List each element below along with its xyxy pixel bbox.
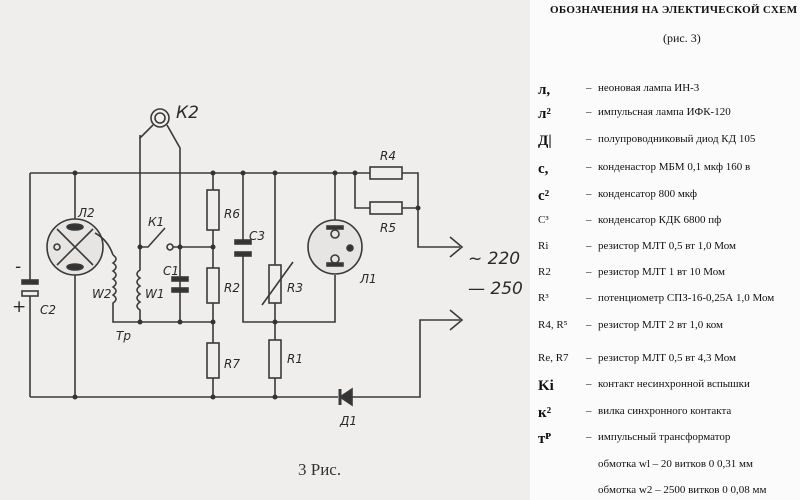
label-l1: Л1 [359, 272, 377, 286]
label-r5: R5 [380, 221, 396, 235]
resistor-r7 [206, 342, 220, 379]
label-d1: Д1 [339, 414, 357, 428]
potentiometer-r3 [268, 264, 282, 304]
label-k2: К2 [176, 103, 199, 123]
label-c2: С2 [40, 303, 56, 317]
legend-description: резистор МЛТ 0,5 вт 1,0 Мом [598, 240, 736, 252]
legend-description: импульсный трансформатор [598, 431, 731, 443]
legend-dash: – [586, 266, 592, 278]
legend-dash: – [586, 106, 592, 118]
legend-dash: – [586, 378, 592, 390]
legend-symbol: Ri [538, 240, 549, 252]
legend-dash: – [586, 352, 592, 364]
bottom-rail [30, 319, 460, 398]
label-c3: С3 [249, 229, 265, 243]
legend-title: ОБОЗНАЧЕНИЯ НА ЭЛЕКТИЧЕСКОЙ СХЕМ [550, 4, 798, 16]
label-r3: R3 [287, 281, 303, 295]
label-c1: С1 [163, 264, 179, 278]
arrow-ac [449, 236, 464, 258]
label-l2: Л2 [77, 206, 95, 220]
label-r7: R7 [224, 357, 240, 371]
legend-description: потенциометр СПЗ-16-0,25А 1,0 Мом [598, 292, 775, 304]
legend-description: резистор МЛТ 1 вт 10 Мом [598, 266, 725, 278]
legend-symbol: R4, R⁵ [538, 319, 568, 331]
legend-symbol: л, [538, 82, 551, 98]
label-plus: + [12, 297, 26, 317]
label-dc-250: — 250 [468, 279, 523, 299]
legend-description: конденсатор 800 мкф [598, 188, 697, 200]
legend-subtitle: (рис. 3) [663, 31, 701, 45]
resistor-r6 [206, 189, 220, 231]
label-ac-220: ~ 220 [468, 249, 520, 269]
resistor-r2 [206, 267, 220, 304]
resistor-r5 [369, 201, 403, 215]
diode-d1 [338, 387, 353, 407]
label-minus: - [15, 257, 21, 277]
legend-symbol: R2 [538, 266, 551, 278]
label-r6: R6 [224, 207, 240, 221]
arrow-dc [449, 309, 464, 331]
capacitor-c1 [171, 276, 189, 293]
legend-dash: – [586, 133, 592, 145]
legend-symbol: тᴾ [538, 431, 551, 447]
legend-symbol: к² [538, 405, 552, 421]
legend-description: конденсатор КДК 6800 пф [598, 214, 722, 226]
legend-description: контакт несинхронной вспышки [598, 378, 750, 390]
legend-description: полупроводниковый диод КД 105 [598, 133, 756, 145]
legend-dash: – [586, 240, 592, 252]
legend-dash: – [586, 161, 592, 173]
label-r2: R2 [224, 281, 240, 295]
legend-description: вилка синхронного контакта [598, 405, 732, 417]
resistor-r4 [369, 166, 403, 180]
legend-symbol: Re, R7 [538, 352, 569, 364]
legend-dash: – [586, 82, 592, 94]
circuit-diagram: Л2 К2 К1 С1 С2 С3 W2 W1 Тр R6 R2 R7 R3 R… [12, 103, 523, 479]
figure-caption: 3 Рис. [298, 460, 342, 479]
legend-panel: ОБОЗНАЧЕНИЯ НА ЭЛЕКТИЧЕСКОЙ СХЕМ (рис. 3… [530, 0, 800, 500]
legend-dash: – [586, 292, 592, 304]
legend-dash: – [586, 431, 592, 443]
legend-description: неоновая лампа ИН-3 [598, 82, 700, 94]
legend-dash: – [586, 319, 592, 331]
legend-description: резистор МЛТ 2 вт 1,0 ком [598, 319, 724, 331]
winding-text: обмотка wl – 20 витков 0 0,31 мм [598, 458, 753, 470]
resistor-r1 [268, 339, 282, 379]
label-w1: W1 [145, 287, 165, 301]
lamp-l2 [46, 173, 114, 397]
legend-description: резистор МЛТ 0,5 вт 4,3 Мом [598, 352, 736, 364]
neon-lamp-l1 [307, 173, 363, 275]
legend-dash: – [586, 188, 592, 200]
capacitor-c2 [21, 279, 39, 297]
legend-symbol: Д| [538, 133, 552, 149]
legend-description: импульсная лампа ИФК-120 [598, 106, 731, 118]
label-tp: Тр [116, 329, 131, 343]
legend-symbol: C³ [538, 214, 549, 226]
label-r1: R1 [287, 352, 303, 366]
label-r4: R4 [380, 149, 396, 163]
legend-symbol: с² [538, 188, 550, 204]
transformer-tp [111, 135, 215, 323]
legend-symbol: R³ [538, 292, 549, 304]
legend-dash: – [586, 214, 592, 226]
label-k1: К1 [148, 215, 164, 229]
connector-k2 [139, 108, 181, 322]
label-w2: W2 [92, 287, 112, 301]
winding-text: обмотка w2 – 2500 витков 0 0,08 мм [598, 484, 767, 496]
legend-symbol: л² [538, 106, 551, 122]
legend-symbol: с, [538, 161, 549, 177]
capacitor-c3 [234, 173, 336, 323]
legend-symbol: Ki [538, 378, 554, 394]
legend-dash: – [586, 405, 592, 417]
switch-k1 [140, 227, 213, 251]
legend-description: конденастор МБМ 0,1 мкф 160 в [598, 161, 751, 173]
